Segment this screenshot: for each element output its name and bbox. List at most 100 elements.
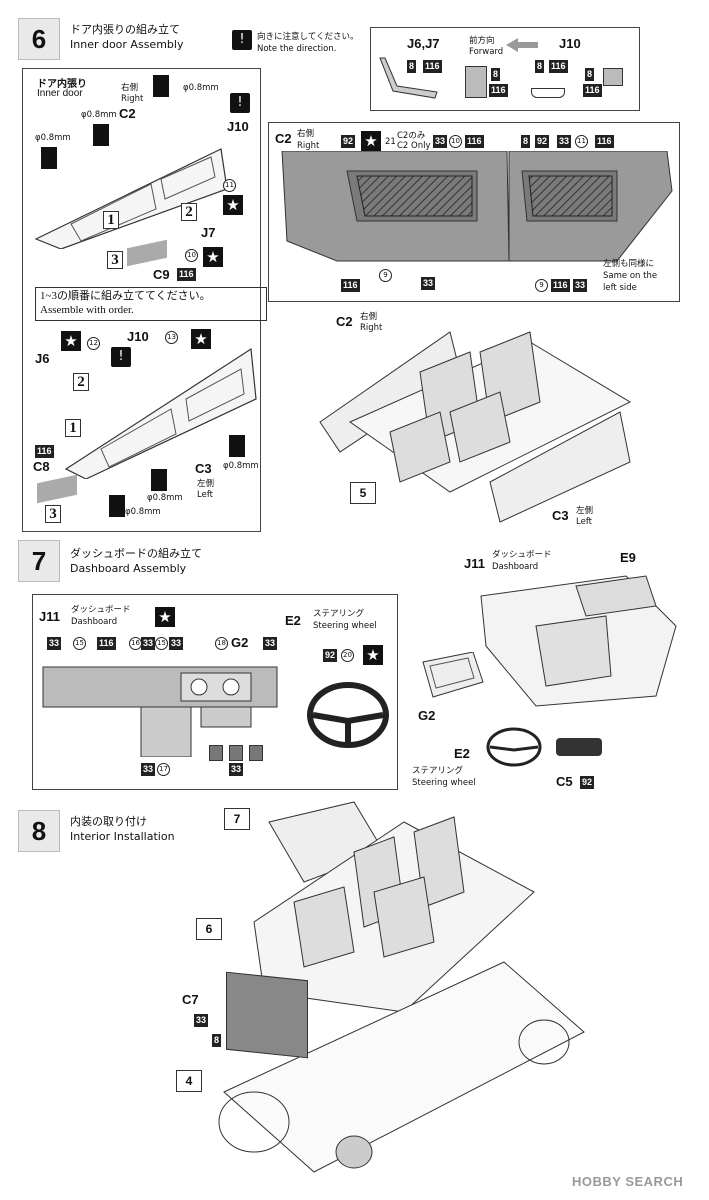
ref-5-box: 5 xyxy=(350,482,376,504)
part-21-num: 21 xyxy=(385,137,396,147)
part-9-circle: 9 xyxy=(379,269,392,282)
drill-marker xyxy=(41,147,57,169)
phi-label: φ0.8mm xyxy=(183,83,219,93)
order-1: 1 xyxy=(103,211,119,229)
code-8: 8 xyxy=(585,68,595,81)
step-6-title: ドア内張りの組み立て Inner door Assembly xyxy=(70,22,183,52)
star-icon: ★ xyxy=(191,329,211,349)
ref-7-box: 7 xyxy=(224,808,250,830)
star-icon: ★ xyxy=(61,331,81,351)
j7-part-drawing xyxy=(465,66,487,98)
right-en: Right xyxy=(121,94,144,104)
step-6-title-en: Inner door Assembly xyxy=(70,38,184,51)
j6-label: J6 xyxy=(35,351,50,366)
dashboard-en: Dashboard xyxy=(71,617,118,627)
step-7-title-jp: ダッシュボードの組み立て xyxy=(70,547,202,560)
forward-arrow-shaft xyxy=(518,42,538,48)
phi-label: φ0.8mm xyxy=(125,507,161,517)
c8-label: C8 xyxy=(33,459,50,474)
forward-arrow-icon xyxy=(506,38,518,52)
left-jp: 左側 xyxy=(576,506,594,516)
order-note-jp: 1~3の順番に組み立ててください。 xyxy=(40,290,211,302)
e2-label: E2 xyxy=(285,613,301,628)
j7-label: J7 xyxy=(201,225,216,240)
code-8: 8 xyxy=(407,60,417,73)
j10-part-drawing-2 xyxy=(603,68,623,86)
inner-door-en: Inner door xyxy=(37,88,83,99)
j11-label: J11 xyxy=(464,556,485,571)
star-icon: ★ xyxy=(363,645,383,665)
code-116: 116 xyxy=(341,279,360,292)
star-icon: ★ xyxy=(361,131,381,151)
part-20-circle: 20 xyxy=(341,649,354,662)
g2-gauge-drawing xyxy=(422,652,484,698)
interior-tub-drawing xyxy=(319,331,632,523)
steering-wheel-drawing xyxy=(307,682,389,748)
pedal xyxy=(209,745,223,761)
star-icon: ★ xyxy=(203,247,223,267)
wheel-jp: ステアリング xyxy=(412,766,464,776)
code-116: 116 xyxy=(423,60,442,73)
right-jp: 右側 xyxy=(121,83,139,93)
left-jp: 左側 xyxy=(197,479,215,489)
c8-part-drawing xyxy=(37,474,77,504)
phi-label: φ0.8mm xyxy=(223,461,259,471)
order-2: 2 xyxy=(181,203,197,221)
code-33: 33 xyxy=(47,637,62,650)
caution-icon: ! xyxy=(230,93,250,113)
step-8-title: 内装の取り付け Interior Installation xyxy=(70,814,175,844)
j10-label: J10 xyxy=(127,329,149,344)
forward-en: Forward xyxy=(469,47,504,57)
dashboard-jp: ダッシュボード xyxy=(492,550,552,560)
e2-label: E2 xyxy=(454,746,470,761)
direction-box: J6,J7 前方向 Forward J10 8 116 8 116 8 116 … xyxy=(370,27,640,111)
step-8-title-jp: 内装の取り付け xyxy=(70,815,147,828)
code-33: 33 xyxy=(557,135,572,148)
g2-label: G2 xyxy=(418,708,436,723)
door-panels-color-drawing xyxy=(281,151,673,262)
step-6-number: 6 xyxy=(18,18,60,60)
assembly-order-note: 1~3の順番に組み立ててください。 Assemble with order. xyxy=(35,287,267,321)
code-116: 116 xyxy=(465,135,484,148)
part-12-circle: 12 xyxy=(87,337,100,350)
forward-jp: 前方向 xyxy=(469,36,495,46)
code-116: 116 xyxy=(549,60,568,73)
dashboard-en: Dashboard xyxy=(492,562,539,572)
part-14-circle: 15 xyxy=(73,637,86,650)
j10-label: J10 xyxy=(227,119,249,134)
j6-part-drawing xyxy=(379,57,438,99)
right-jp: 右側 xyxy=(360,312,378,322)
step-8-title-en: Interior Installation xyxy=(70,830,175,843)
code-92: 92 xyxy=(341,135,356,148)
same-left-en-2: left side xyxy=(603,283,637,293)
drill-marker xyxy=(93,124,109,146)
code-33: 33 xyxy=(141,637,156,650)
door-color-box: C2 右側 Right 92 ★ 21 C2のみ C2 Only 33 10 1… xyxy=(268,122,680,302)
part-18-circle: 18 xyxy=(215,637,228,650)
c2-only-jp: C2のみ xyxy=(397,131,426,141)
code-33: 33 xyxy=(229,763,244,776)
part-13-circle: 13 xyxy=(165,331,178,344)
code-33: 33 xyxy=(263,637,278,650)
code-8: 8 xyxy=(535,60,545,73)
step-6-title-jp: ドア内張りの組み立て xyxy=(70,23,180,36)
code-8: 8 xyxy=(491,68,501,81)
drill-marker xyxy=(153,75,169,97)
pedal xyxy=(229,745,243,761)
ref-4-box: 4 xyxy=(176,1070,202,1092)
c7-label: C7 xyxy=(182,992,199,1007)
order-2: 2 xyxy=(73,373,89,391)
code-8: 8 xyxy=(212,1034,222,1047)
direction-note-en: Note the direction. xyxy=(257,44,337,54)
j6-j7-label: J6,J7 xyxy=(407,36,440,51)
code-33: 33 xyxy=(573,279,588,292)
code-33: 33 xyxy=(433,135,448,148)
part-9-circle: 9 xyxy=(535,279,548,292)
code-116: 116 xyxy=(97,637,116,650)
right-jp: 右側 xyxy=(297,129,315,139)
wheel-en: Steering wheel xyxy=(412,778,476,788)
order-3: 3 xyxy=(107,251,123,269)
same-left-en-1: Same on the xyxy=(603,271,658,281)
ref-6-box: 6 xyxy=(196,918,222,940)
drill-marker xyxy=(109,495,125,517)
